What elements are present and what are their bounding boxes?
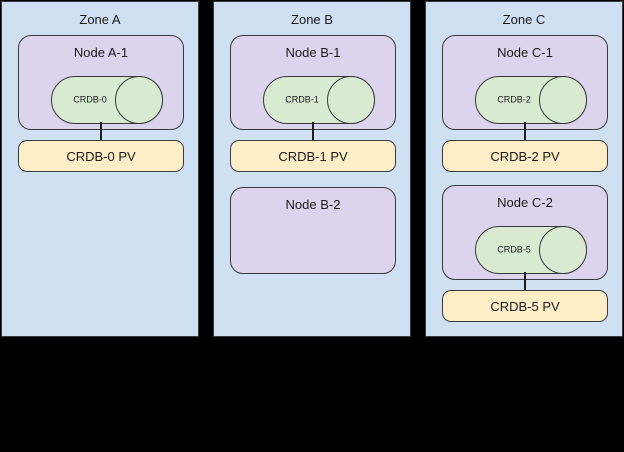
crdb-pod-crdb-1: CRDB-1 (263, 76, 375, 124)
cylinder-end-cap-icon (115, 76, 163, 124)
zone-c-title: Zone C (502, 12, 546, 27)
node-b-2-title: Node B-2 (285, 197, 341, 212)
pv-crdb-2: CRDB-2 PV (442, 140, 608, 172)
pv-crdb-2-label: CRDB-2 PV (490, 148, 560, 164)
crdb-pod-label: CRDB-5 (497, 244, 531, 255)
crdb-pod-label: CRDB-2 (497, 94, 531, 105)
node-b-2: Node B-2 (230, 187, 396, 274)
node-c-2: Node C-2 CRDB-5 (442, 185, 608, 280)
crdb-pod-label: CRDB-1 (285, 94, 319, 105)
connector-node-a-1-to-crdb-0-pv (100, 122, 102, 141)
connector-node-c-2-to-crdb-5-pv (524, 272, 526, 291)
crdb-pod-crdb-2: CRDB-2 (475, 76, 587, 124)
crdb-pod-crdb-0: CRDB-0 (51, 76, 163, 124)
crdb-pod-label: CRDB-0 (73, 94, 107, 105)
zone-c: Zone C Node C-1 CRDB-2 CRDB-2 PV Node C-… (425, 1, 623, 337)
pv-crdb-1-label: CRDB-1 PV (278, 148, 348, 164)
connector-node-c-1-to-crdb-2-pv (524, 122, 526, 141)
zone-a: Zone A Node A-1 CRDB-0 CRDB-0 PV (1, 1, 199, 337)
zone-a-title: Zone A (79, 12, 121, 27)
cylinder-end-cap-icon (539, 76, 587, 124)
node-b-1-title: Node B-1 (285, 45, 341, 60)
connector-node-b-1-to-crdb-1-pv (312, 122, 314, 141)
pv-crdb-0: CRDB-0 PV (18, 140, 184, 172)
node-c-1: Node C-1 CRDB-2 (442, 35, 608, 130)
zone-b-title: Zone B (291, 12, 333, 27)
node-a-1: Node A-1 CRDB-0 (18, 35, 184, 130)
zone-b: Zone B Node B-1 CRDB-1 CRDB-1 PV Node B-… (213, 1, 411, 337)
pv-crdb-5: CRDB-5 PV (442, 290, 608, 322)
pv-crdb-1: CRDB-1 PV (230, 140, 396, 172)
cylinder-end-cap-icon (539, 226, 587, 274)
node-c-1-title: Node C-1 (497, 45, 553, 60)
cylinder-end-cap-icon (327, 76, 375, 124)
crdb-pod-crdb-5: CRDB-5 (475, 226, 587, 274)
node-c-2-title: Node C-2 (497, 195, 553, 210)
pv-crdb-0-label: CRDB-0 PV (66, 148, 136, 164)
node-b-1: Node B-1 CRDB-1 (230, 35, 396, 130)
pv-crdb-5-label: CRDB-5 PV (490, 298, 560, 314)
node-a-1-title: Node A-1 (73, 45, 129, 60)
